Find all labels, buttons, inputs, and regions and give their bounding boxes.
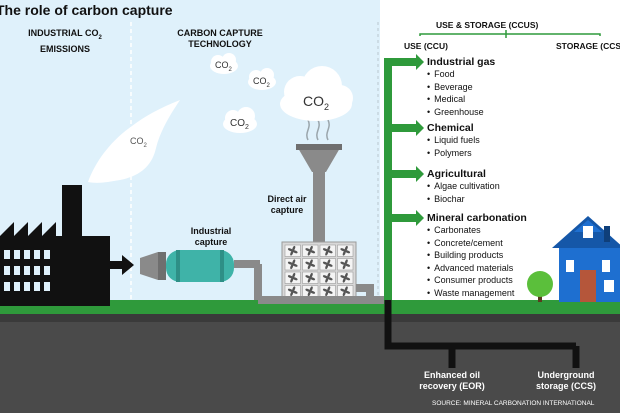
list-item: Advanced materials [427,262,527,275]
ccu-label: USE (CCU) [404,41,448,51]
industrial-emissions-heading: INDUSTRIAL CO2 EMISSIONS [10,28,120,55]
heading-line2: EMISSIONS [39,43,90,54]
list-item: Biochar [427,193,500,206]
clouds [210,53,353,133]
list-item: Greenhouse [427,106,495,119]
fan-icon [319,285,336,298]
air-lines [306,119,330,141]
cloud-label-big: CO2 [303,93,330,112]
house [552,216,620,302]
category-title: Mineral carbonation [427,212,527,224]
cloud-label-1: CO2 [215,60,232,73]
fan-icon [284,244,301,257]
category-industrial-gas: Industrial gas Food Beverage Medical Gre… [427,56,495,118]
cloud-label-2: CO2 [253,76,270,89]
co2-cloud-2 [248,68,276,90]
pipes [254,264,390,304]
storage-pipes [384,300,580,368]
heading-line1: INDUSTRIAL CO [28,28,99,38]
smoke-co2-label: CO2 [130,136,147,149]
smoke-plume [88,100,180,183]
category-agricultural: Agricultural Algae cultivation Biochar [427,168,500,205]
list-item: Liquid fuels [427,134,480,147]
ccs-label: STORAGE (CCS) [556,41,620,51]
fan-icon [302,244,319,257]
list-item: Carbonates [427,224,527,237]
page-title: The role of carbon capture [0,2,173,18]
fan-icon [284,271,301,284]
list-item: Beverage [427,81,495,94]
tree [527,271,553,302]
fan-icon [337,271,354,284]
fan-icon [319,271,336,284]
heading-line1: CARBON CAPTURE [177,28,263,38]
category-title: Industrial gas [427,56,496,68]
co2-cloud-1 [210,53,238,74]
fan-icon [337,285,354,298]
list-item: Building products [427,249,527,262]
ccus-bracket [419,30,601,38]
heading-line2: TECHNOLOGY [188,39,252,49]
cloud-label-3: CO2 [230,118,249,131]
emission-arrow [108,255,134,275]
fan-icon [302,271,319,284]
fan-icon [284,258,301,271]
underground-light [0,322,620,413]
list-item: Polymers [427,147,480,160]
list-item: Food [427,68,495,81]
use-pipe [384,54,424,310]
source-credit: SOURCE: MINERAL CARBONATION INTERNATIONA… [432,400,595,407]
list-item: Medical [427,93,495,106]
fan-icon [302,258,319,271]
category-mineral-carbonation: Mineral carbonation Carbonates Concrete/… [427,212,527,299]
fan-icon [337,244,354,257]
fan-icon [319,244,336,257]
fan-icon [319,258,336,271]
industrial-capture-unit [140,250,260,282]
co2-cloud-big [280,66,353,121]
factory-windows [4,250,50,291]
list-item: Concrete/cement [427,237,527,250]
list-item: Algae cultivation [427,180,500,193]
fan-icon [284,285,301,298]
fan-icon [302,285,319,298]
ccus-label: USE & STORAGE (CCUS) [436,20,539,30]
list-item: Consumer products [427,274,527,287]
category-title: Agricultural [427,168,486,180]
co2-cloud-3 [223,107,257,133]
grass-strip [0,300,620,314]
fan-icon [337,258,354,271]
capture-technology-heading: CARBON CAPTURE TECHNOLOGY [165,28,275,50]
category-title: Chemical [427,122,474,134]
list-item: Waste management [427,287,527,300]
heading-sub: 2 [98,34,102,41]
category-chemical: Chemical Liquid fuels Polymers [427,122,480,159]
